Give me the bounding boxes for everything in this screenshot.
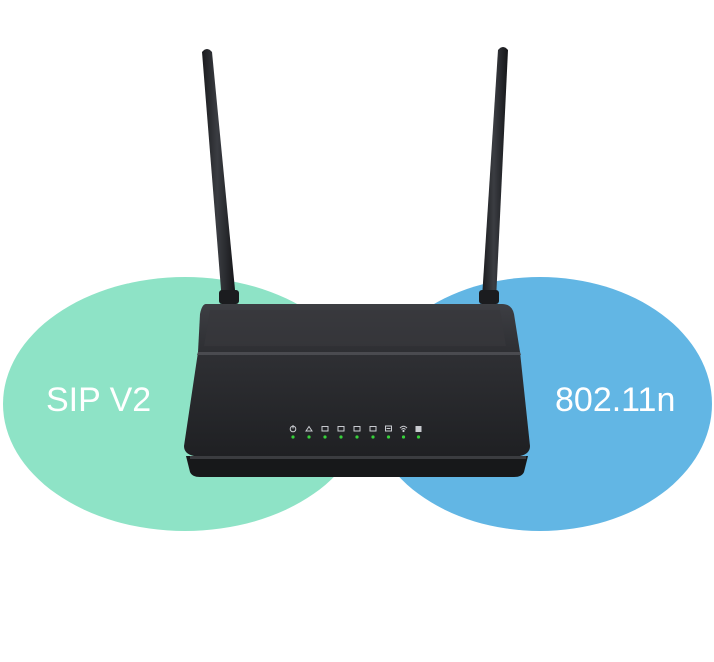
phone-icon [385,425,392,432]
status-icons [289,425,422,433]
wps-icon [415,426,422,432]
right-bubble-label: 802.11n [555,381,676,419]
led-lan1 [323,435,327,439]
led-power [291,435,295,439]
led-wps [416,435,421,439]
led-internet [307,435,311,439]
lan-icon [369,426,377,432]
lan-icon [353,426,361,432]
lan-icon [337,426,345,432]
left-antenna [202,49,239,304]
lan-icon [321,426,329,432]
left-bubble-label: SIP V2 [46,381,152,419]
led-lan2 [339,435,343,439]
led-phone [386,435,391,439]
internet-icon [305,425,313,432]
router [184,304,530,477]
led-lan3 [355,435,359,439]
led-wifi [401,435,406,439]
power-icon [289,425,297,433]
led-lan4 [371,435,375,439]
status-leds [291,435,421,439]
wifi-icon [399,425,408,433]
right-antenna [479,47,508,304]
